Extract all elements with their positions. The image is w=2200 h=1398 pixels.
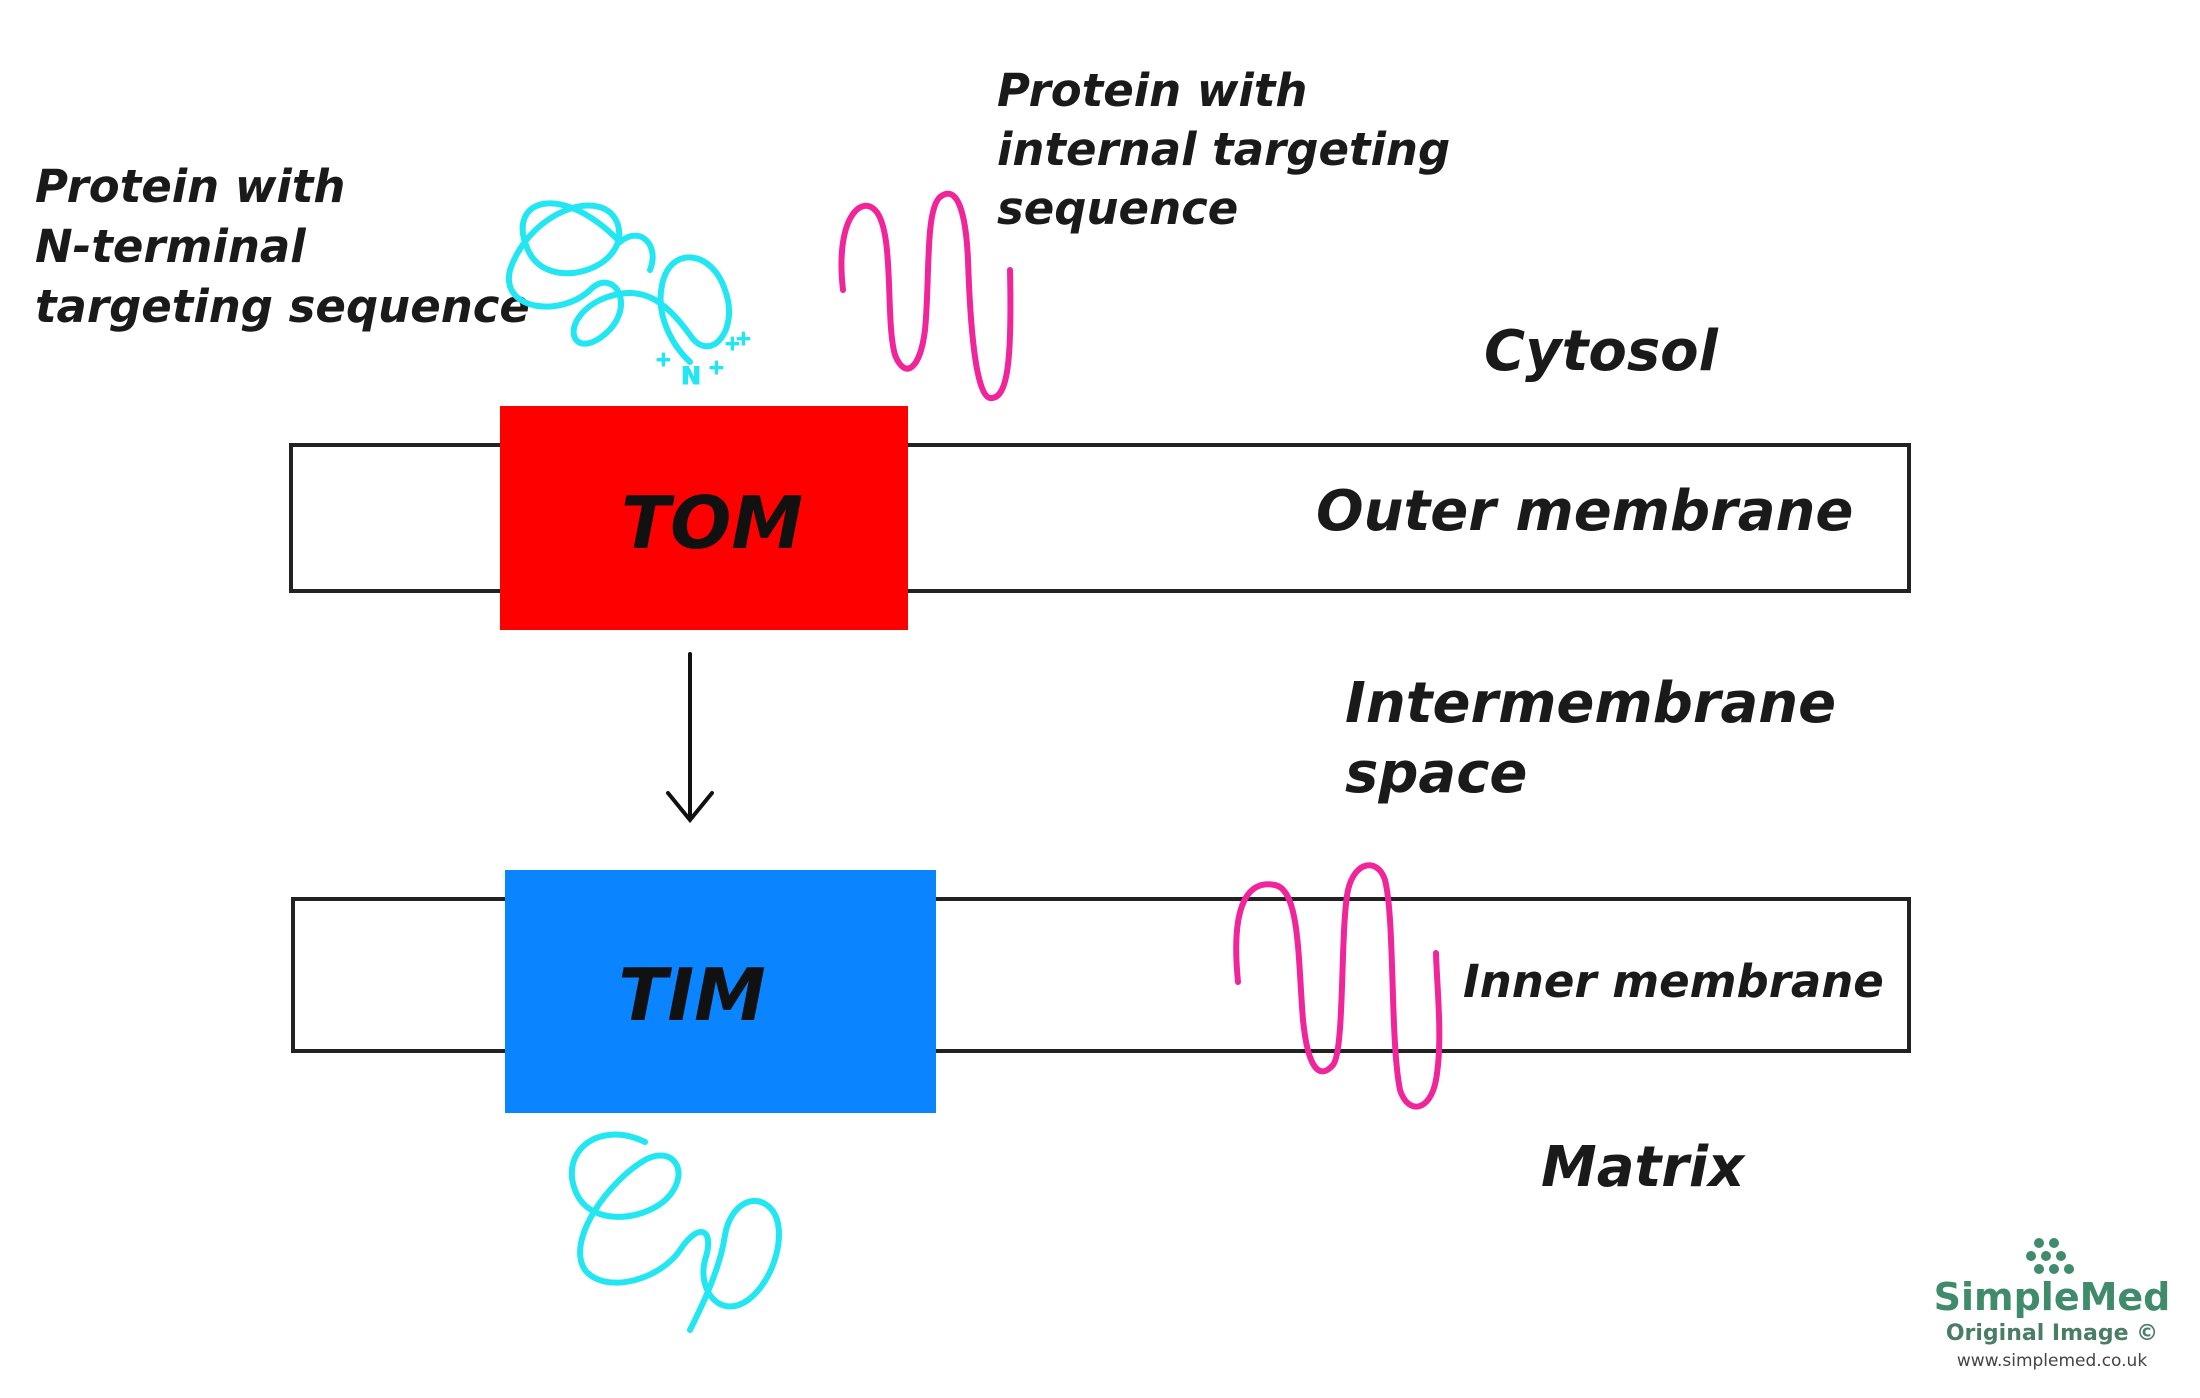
charge-plus-2: + xyxy=(708,355,725,379)
charge-plus-1: + xyxy=(655,347,672,371)
n-terminus-label: N xyxy=(681,362,701,390)
outer-membrane-label: Outer membrane xyxy=(1316,479,1853,544)
intermembrane-line-1: Intermembrane xyxy=(1345,671,1836,736)
watermark-brand: SimpleMed xyxy=(1934,1275,2171,1319)
n-terminal-protein-squiggle xyxy=(505,200,733,365)
n-terminal-protein-label: Protein with N-terminal targeting sequen… xyxy=(35,160,530,333)
watermark: SimpleMed Original Image © www.simplemed… xyxy=(1934,1238,2171,1371)
watermark-url: www.simplemed.co.uk xyxy=(1957,1351,2148,1371)
internal-line-2: internal targeting xyxy=(997,123,1450,176)
inserted-protein-squiggle xyxy=(1233,862,1443,1110)
n-terminus-charges: N + + + + xyxy=(655,326,753,391)
n-terminal-line-1: Protein with xyxy=(35,160,345,213)
n-terminal-line-3: targeting sequence xyxy=(35,280,530,333)
watermark-subtitle: Original Image © xyxy=(1946,1321,2158,1346)
tom-label: TOM xyxy=(621,481,803,565)
intermembrane-line-2: space xyxy=(1345,741,1527,806)
inner-membrane-label: Inner membrane xyxy=(1463,955,1884,1008)
molecule-dots-icon xyxy=(2026,1238,2074,1274)
charge-plus-3: + xyxy=(724,331,741,355)
internal-line-3: sequence xyxy=(997,182,1238,235)
internal-protein-squiggle xyxy=(838,190,1014,401)
tim-label: TIM xyxy=(618,953,766,1037)
intermembrane-space-label: Intermembrane space xyxy=(1345,671,1856,806)
cytosol-label: Cytosol xyxy=(1484,319,1719,384)
charge-plus-4: + xyxy=(735,326,752,350)
internal-protein-label: Protein with internal targeting sequence xyxy=(997,64,1466,235)
tim-complex xyxy=(505,870,936,1113)
matrix-protein-squiggle xyxy=(568,1131,782,1333)
tom-complex xyxy=(500,406,908,630)
n-terminal-line-2: N-terminal xyxy=(35,220,306,273)
internal-line-1: Protein with xyxy=(997,64,1307,117)
matrix-label: Matrix xyxy=(1541,1135,1746,1200)
import-arrow xyxy=(666,652,714,824)
